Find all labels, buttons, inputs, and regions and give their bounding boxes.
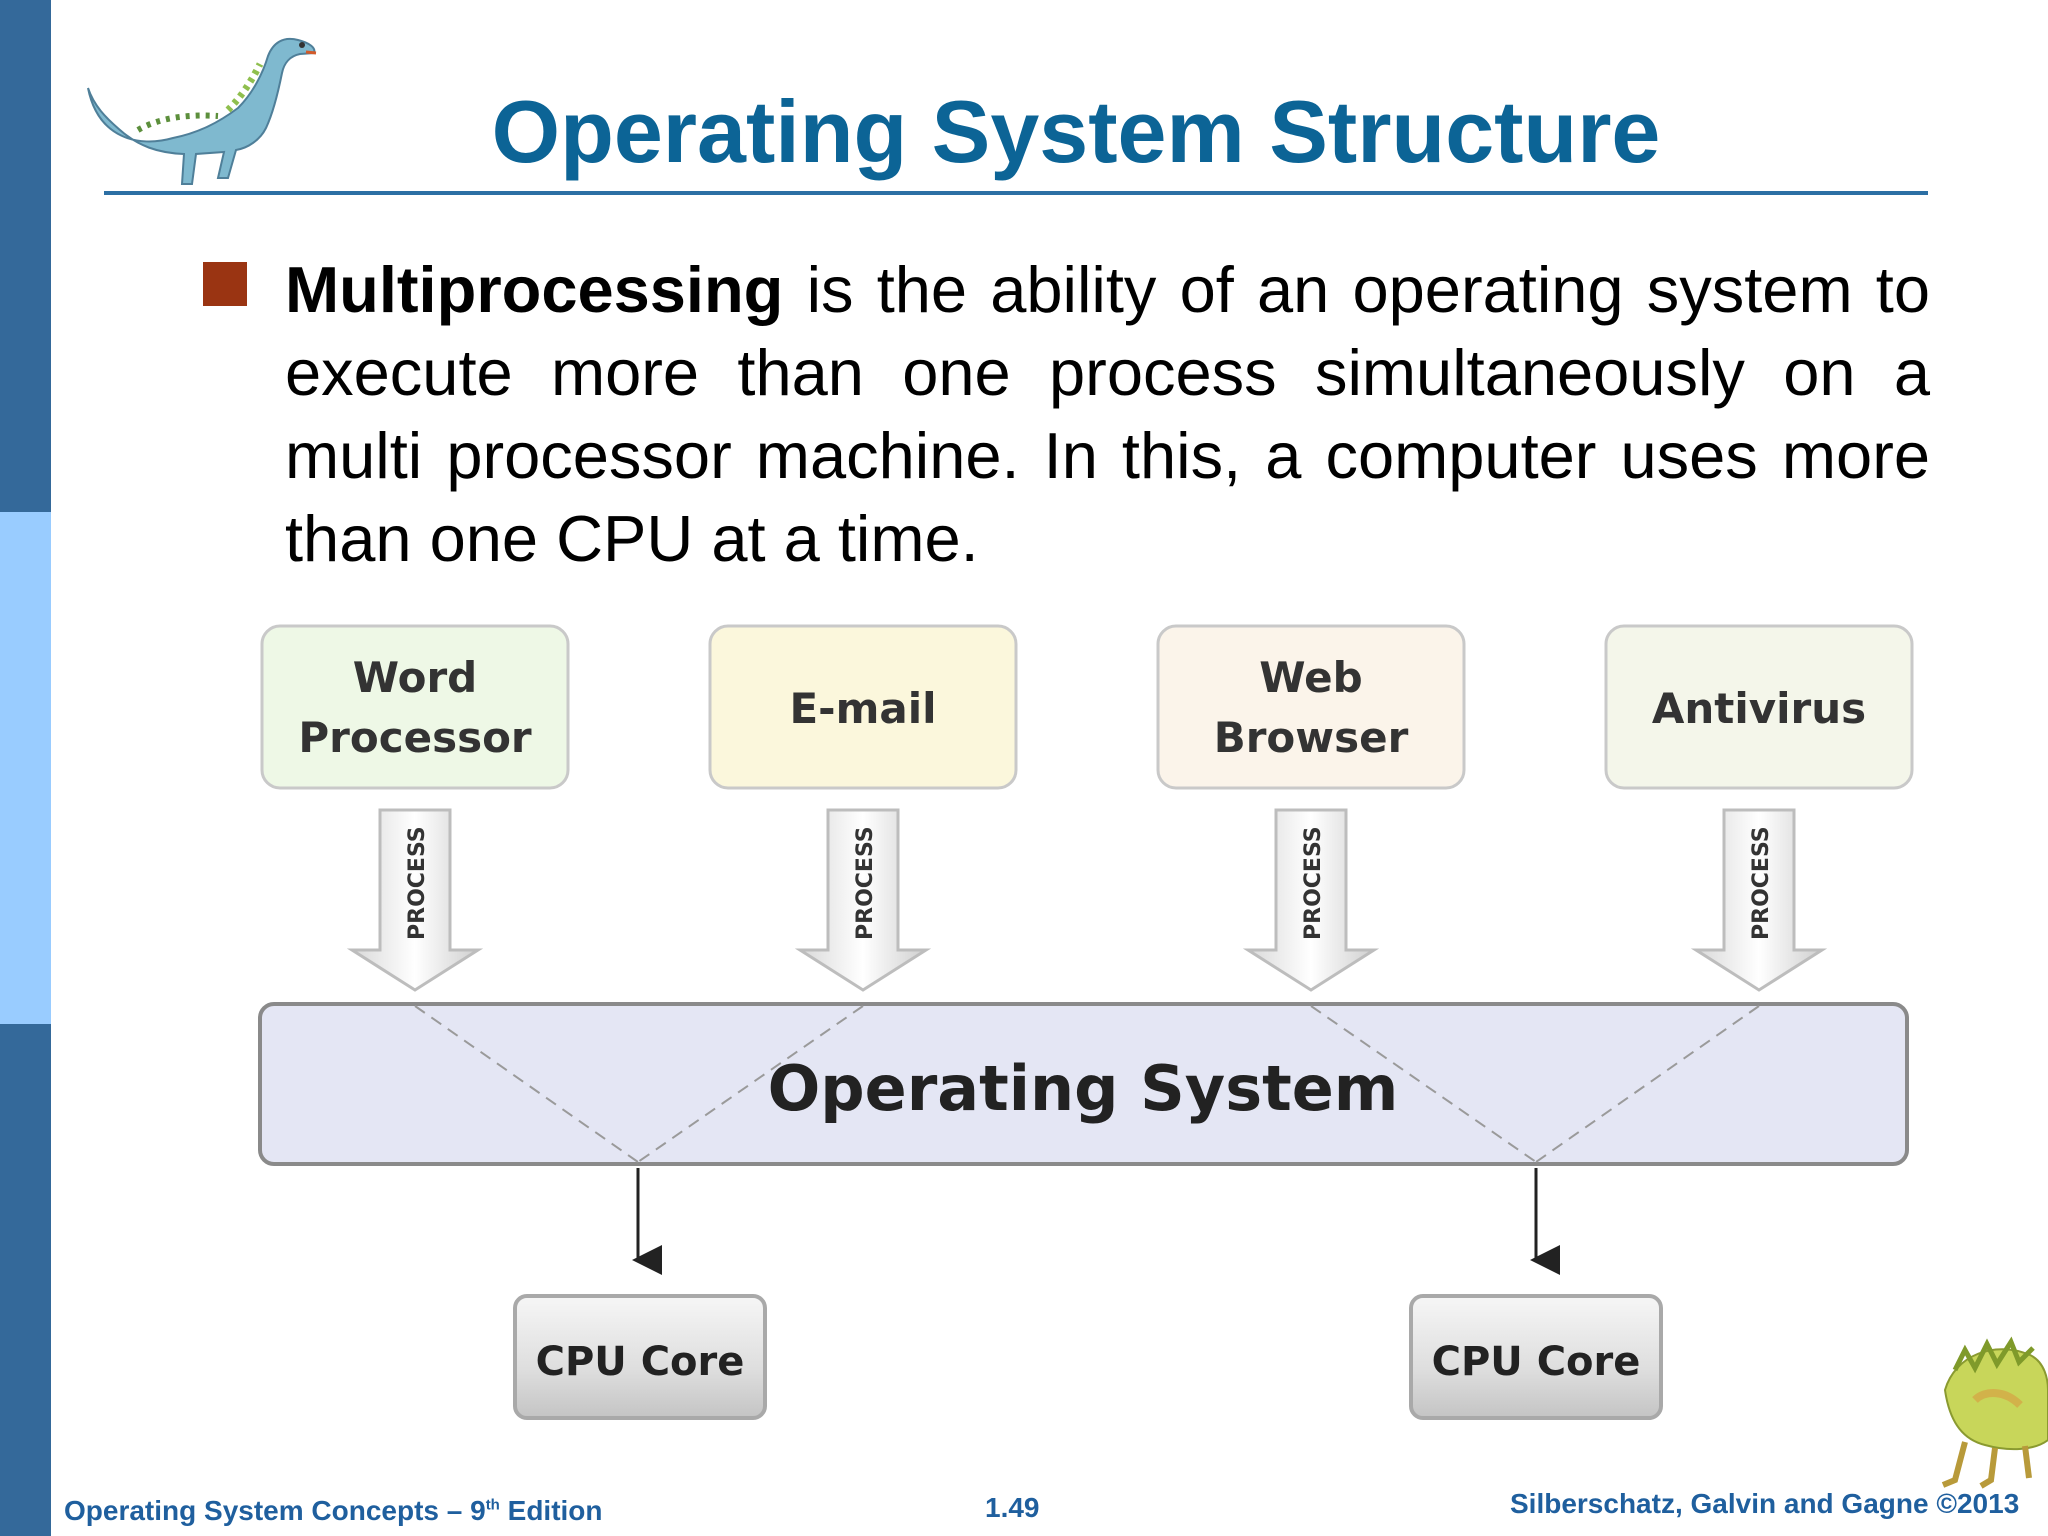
bullet-paragraph: Multiprocessing is the ability of an ope… <box>285 248 1930 580</box>
operating-system-box: Operating System <box>258 1002 1909 1166</box>
process-label: PROCESS <box>1749 826 1774 940</box>
app-box-antivirus: Antivirus <box>1604 624 1914 790</box>
cpu-core-1: CPU Core <box>513 1294 767 1420</box>
footer-book-title: Operating System Concepts – 9th Edition <box>64 1495 603 1527</box>
page-title: Operating System Structure <box>491 82 1661 181</box>
app-label-line2: Processor <box>298 713 532 762</box>
app-box-web-browser: Web Browser <box>1156 624 1466 790</box>
app-label-line2: Browser <box>1214 713 1409 762</box>
stegosaurus-icon <box>1941 1336 2048 1489</box>
process-label: PROCESS <box>1301 826 1326 940</box>
process-label: PROCESS <box>853 826 878 940</box>
process-arrow-4: PROCESS <box>1690 808 1828 992</box>
sidebar-segment-middle <box>0 512 51 1024</box>
app-label-line1: E-mail <box>789 684 936 733</box>
bullet-body: is the ability of an operating system to… <box>285 253 1930 575</box>
footer-title-prefix: Operating System Concepts – 9 <box>64 1495 486 1526</box>
sidebar-segment-bottom <box>0 1024 51 1536</box>
bullet-square-icon <box>203 262 247 306</box>
sidebar-segment-top <box>0 0 51 512</box>
app-box-email: E-mail <box>708 624 1018 790</box>
left-sidebar-band <box>0 0 51 1536</box>
footer-page-number: 1.49 <box>985 1492 1040 1523</box>
process-label: PROCESS <box>405 826 430 940</box>
bullet-term: Multiprocessing <box>285 253 784 326</box>
cpu-core-2: CPU Core <box>1409 1294 1663 1420</box>
footer-authors: Silberschatz, Galvin and Gagne ©2013 <box>1510 1488 2020 1519</box>
app-box-word-processor: Word Processor <box>260 624 570 790</box>
app-label-line1: Antivirus <box>1652 684 1866 733</box>
footer-title-suffix: Edition <box>499 1495 603 1526</box>
cpu-label: CPU Core <box>536 1339 745 1385</box>
dinosaur-icon <box>87 37 317 185</box>
footer-title-sup: th <box>485 1496 500 1514</box>
process-arrow-2: PROCESS <box>794 808 932 992</box>
multiprocessing-diagram: Word Processor E-mail Web Browser Antivi… <box>258 624 1914 1420</box>
app-label-line1: Web <box>1259 653 1362 702</box>
app-label-line1: Word <box>353 653 477 702</box>
os-label: Operating System <box>768 1052 1399 1125</box>
process-arrow-1: PROCESS <box>346 808 484 992</box>
title-divider <box>104 191 1928 195</box>
cpu-label: CPU Core <box>1432 1339 1641 1385</box>
process-arrow-3: PROCESS <box>1242 808 1380 992</box>
